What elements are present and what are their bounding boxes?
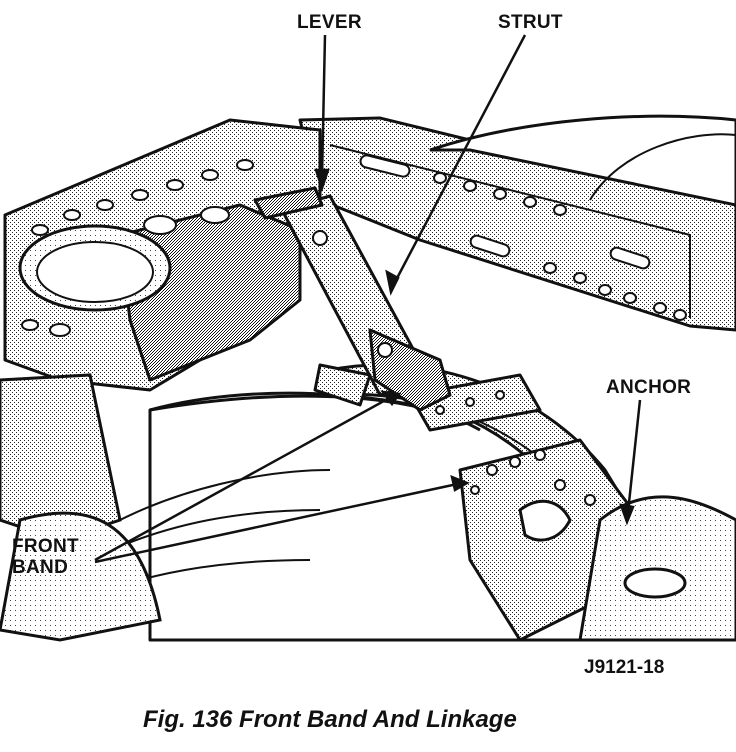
bracket-holes xyxy=(470,449,596,506)
strut-bar xyxy=(280,194,452,412)
label-anchor: ANCHOR xyxy=(606,377,692,398)
label-lever: LEVER xyxy=(297,12,362,33)
label-front-band: FRONT BAND xyxy=(12,536,79,578)
anchor-housing xyxy=(578,495,736,642)
input-shaft xyxy=(0,373,162,642)
band-lug xyxy=(408,373,542,432)
figure-caption: Fig. 136 Front Band And Linkage xyxy=(143,706,517,733)
rail-holes xyxy=(359,154,687,321)
lever-arm xyxy=(253,186,372,407)
figure-code: J9121-18 xyxy=(584,657,665,678)
casting-holes xyxy=(21,159,254,337)
leader-lines xyxy=(94,34,642,564)
label-strut: STRUT xyxy=(498,12,563,33)
